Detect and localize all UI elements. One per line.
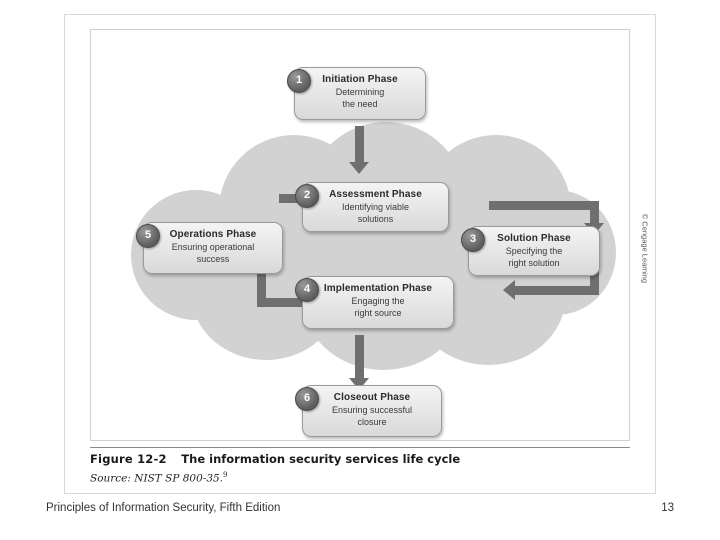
- arrow-assessment-to-solution-shaft-h: [489, 201, 599, 210]
- phase-initiation-subtitle-1: Determining: [335, 87, 385, 97]
- arrow-implementation-to-operations-shaft-v: [257, 262, 266, 306]
- phase-implementation-subtitle-1: Engaging the: [351, 296, 405, 306]
- diagram-canvas: Initiation Phase Determining the need 1 …: [90, 29, 630, 441]
- footer-book-title: Principles of Information Security, Fift…: [46, 502, 281, 514]
- phase-number-1: 1: [287, 69, 311, 93]
- phase-number-5: 5: [136, 224, 160, 248]
- phase-box-initiation[interactable]: Initiation Phase Determining the need: [294, 67, 426, 120]
- phase-initiation-subtitle-2: the need: [342, 99, 378, 109]
- figure-container: Initiation Phase Determining the need 1 …: [64, 14, 656, 494]
- phase-assessment-title: Assessment Phase: [329, 189, 422, 200]
- phase-solution-subtitle-2: right solution: [508, 258, 560, 268]
- phase-box-closeout[interactable]: Closeout Phase Ensuring successful closu…: [302, 385, 442, 437]
- phase-assessment-subtitle-1: Identifying viable: [341, 202, 410, 212]
- phase-closeout-title: Closeout Phase: [333, 392, 411, 403]
- arrow-solution-to-implementation-shaft-h: [515, 286, 599, 295]
- caption-divider: [90, 447, 630, 448]
- figure-number: Figure 12-2: [90, 452, 167, 466]
- phase-number-3: 3: [461, 228, 485, 252]
- phase-solution-title: Solution Phase: [497, 233, 571, 244]
- arrow-solution-to-implementation-head: [503, 280, 515, 300]
- phase-assessment-subtitle-2: solutions: [357, 214, 394, 224]
- figure-source-text: Source: NIST SP 800-35.: [90, 472, 224, 485]
- phase-operations-title: Operations Phase: [169, 229, 257, 240]
- phase-closeout-subtitle-2: closure: [357, 417, 387, 427]
- figure-title: The information security services life c…: [181, 452, 461, 466]
- figure-caption: Figure 12-2 The information security ser…: [90, 447, 630, 485]
- arrow-solution-to-implementation-shaft-v: [590, 268, 599, 294]
- arrow-implementation-to-closeout-shaft: [355, 335, 364, 383]
- phase-implementation-subtitle-2: right source: [354, 308, 402, 318]
- footer-page-number: 13: [661, 502, 674, 514]
- phase-number-2: 2: [295, 184, 319, 208]
- phase-solution-subtitle-1: Specifying the: [505, 246, 563, 256]
- phase-initiation-title: Initiation Phase: [322, 74, 398, 85]
- phase-box-implementation[interactable]: Implementation Phase Engaging the right …: [302, 276, 454, 329]
- arrow-assessment-to-solution-shaft-v: [590, 201, 599, 225]
- phase-number-6: 6: [295, 387, 319, 411]
- phase-box-solution[interactable]: Solution Phase Specifying the right solu…: [468, 226, 600, 276]
- phase-operations-subtitle-1: Ensuring operational: [171, 242, 255, 252]
- figure-source-superscript: 9: [223, 471, 228, 479]
- copyright-credit: © Cengage Learning: [640, 213, 649, 283]
- phase-implementation-title: Implementation Phase: [323, 283, 433, 294]
- phase-box-assessment[interactable]: Assessment Phase Identifying viable solu…: [302, 182, 449, 232]
- arrow-initiation-to-assessment-shaft: [355, 126, 364, 164]
- phase-operations-subtitle-2: success: [196, 254, 230, 264]
- caption-line: Figure 12-2 The information security ser…: [90, 452, 630, 466]
- figure-source: Source: NIST SP 800-35.9: [90, 471, 630, 485]
- phase-closeout-subtitle-1: Ensuring successful: [331, 405, 413, 415]
- phase-number-4: 4: [295, 278, 319, 302]
- arrow-initiation-to-assessment-head: [349, 162, 369, 174]
- phase-box-operations[interactable]: Operations Phase Ensuring operational su…: [143, 222, 283, 274]
